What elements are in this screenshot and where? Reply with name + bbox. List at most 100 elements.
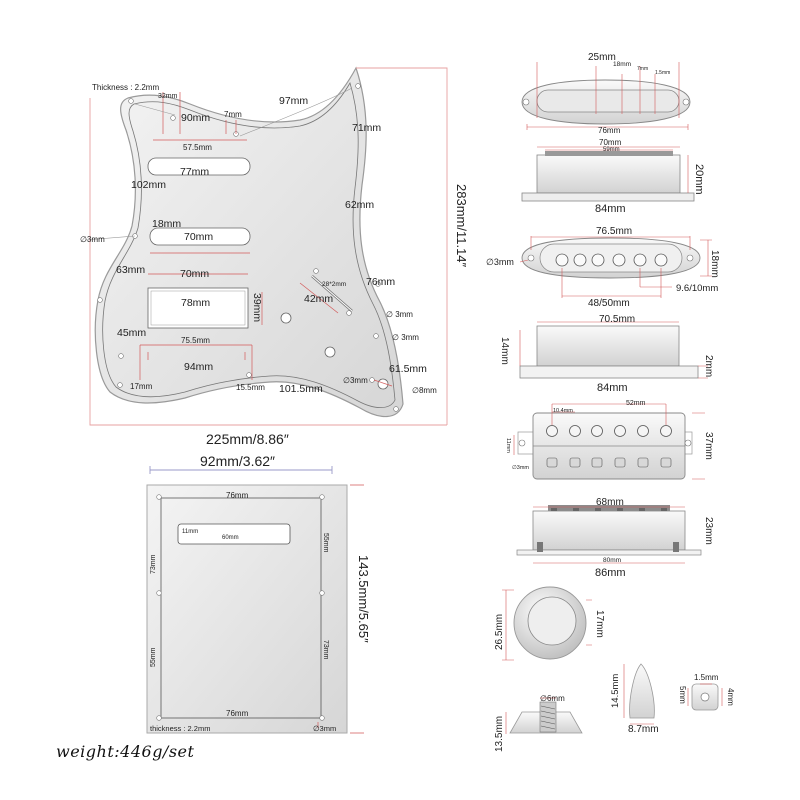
pg-dim-78: 78mm	[181, 297, 210, 309]
pg-hole-r2: ∅ 3mm	[392, 333, 419, 342]
pg-dim-77: 77mm	[180, 166, 209, 178]
pg-dim-32: 32mm	[158, 93, 178, 100]
humbucker-top: 10.4mm 52mm 37mm 11mm ∅3mm	[505, 400, 714, 480]
tip-dim-14-5: 14.5mm	[610, 674, 621, 708]
pg-dim-42: 42mm	[304, 293, 333, 305]
cover-dim-25: 25mm	[588, 52, 616, 63]
bp-dim-55-right: 55mm	[322, 533, 329, 553]
switch-tip: 14.5mm 8.7mm	[610, 663, 659, 735]
pickup-dim-9-6-10: 9.6/10mm	[676, 283, 718, 294]
bp-width: 92mm/3.62″	[200, 453, 275, 469]
single-coil-side: 70mm 59mm 20mm 84mm	[521, 138, 705, 215]
bp-dim-76-bottom: 76mm	[226, 709, 249, 718]
cover-dim-7: 7mm	[637, 66, 648, 72]
pg-dim-90: 90mm	[181, 112, 210, 124]
side2-dim-2: 2mm	[703, 355, 714, 377]
back-plate-body	[146, 484, 348, 734]
pickup-dim-48-50: 48/50mm	[588, 298, 630, 309]
knob-top: 26.5mm 17mm	[494, 586, 605, 661]
hbs-dim-80: 80mm	[603, 557, 621, 564]
hb-dim-10-4: 10.4mm	[553, 408, 573, 414]
hb-dim-11: 11mm	[505, 438, 511, 453]
pot-hole-3	[377, 378, 389, 390]
single-coil-pickup: 76.5mm ∅3mm 18mm 48/50mm 9.6/10mm	[486, 226, 720, 309]
pg-dim-70a: 70mm	[184, 231, 213, 243]
hb-dim-52: 52mm	[626, 400, 646, 407]
pg-dim-28x2: 28*2mm	[322, 281, 346, 288]
pg-dim-94: 94mm	[184, 361, 213, 373]
pg-dim-76: 76mm	[366, 276, 395, 288]
middle-pickup-slot	[149, 227, 251, 246]
hb-hole: ∅3mm	[512, 464, 529, 471]
pg-dim-61-5: 61.5mm	[389, 363, 427, 375]
pg-dim-7: 7mm	[224, 110, 242, 119]
hbs-dim-68: 68mm	[596, 497, 624, 508]
side2-dim-84: 84mm	[597, 382, 628, 394]
pickup-dim-18: 18mm	[709, 250, 720, 278]
cover-dim-1-5: 1.5mm	[655, 70, 670, 76]
hb-dim-37: 37mm	[703, 432, 714, 460]
knob-side: ∅6mm 13.5mm	[494, 694, 583, 752]
bp-dim-55-left: 55mm	[150, 647, 157, 667]
pg-dim-57-5: 57.5mm	[183, 143, 212, 152]
side-dim-70: 70mm	[599, 138, 622, 147]
hbs-dim-86: 86mm	[595, 567, 626, 579]
pg-dim-63: 63mm	[116, 264, 145, 276]
knob-dim-17: 17mm	[594, 610, 605, 638]
end-dim-5: 5mm	[678, 686, 687, 704]
cover-dim-18: 18mm	[613, 61, 631, 68]
pickguard: Thickness : 2.2mm 32mm 90mm 7mm 97mm 57.…	[80, 66, 469, 447]
pickguard-body	[94, 66, 404, 418]
back-plate-slot	[177, 523, 291, 545]
pg-height: 283mm/11.14″	[454, 184, 469, 268]
pg-dim-17: 17mm	[130, 382, 153, 391]
pg-thickness: Thickness : 2.2mm	[92, 83, 159, 92]
neck-pickup-slot	[147, 157, 251, 176]
pickguard-bounds	[89, 67, 448, 426]
single-coil-side-2: 70.5mm 14mm 2mm 84mm	[499, 314, 714, 394]
single-coil-cover-top: 25mm 18mm 7mm 1.5mm 76mm	[521, 52, 691, 135]
side2-dim-70-5: 70.5mm	[599, 314, 635, 325]
bp-height: 143.5mm/5.65″	[356, 555, 371, 643]
pg-dim-75-5: 75.5mm	[181, 336, 210, 345]
pg-hole-r1: ∅ 3mm	[386, 310, 413, 319]
pg-dim-45: 45mm	[117, 327, 146, 339]
bp-dim-73-right: 73mm	[322, 640, 329, 660]
knobside-dim-6: ∅6mm	[540, 694, 565, 703]
bp-dim-73-left: 73mm	[150, 554, 157, 574]
pg-dim-101-5: 101.5mm	[279, 383, 323, 395]
pg-dim-15-5: 15.5mm	[236, 383, 265, 392]
side-dim-59: 59mm	[603, 147, 620, 153]
bp-dim-76-top: 76mm	[226, 491, 249, 500]
bp-thickness: thickness : 2.2mm	[150, 724, 210, 733]
back-plate: 92mm/3.62″ 76mm 11mm 60mm 55mm 73mm 55mm…	[146, 453, 371, 734]
humbucker-side: 68mm 23mm 80mm 86mm	[516, 497, 714, 579]
set-weight: weight:446g/set	[56, 742, 195, 761]
pg-hole-8: ∅8mm	[412, 386, 437, 395]
pg-dim-102: 102mm	[131, 179, 166, 191]
pickguard-outline	[102, 81, 396, 409]
pickup-dim-76-5: 76.5mm	[596, 226, 632, 237]
pg-width: 225mm/8.86″	[206, 431, 289, 447]
bridge-humbucker-slot	[147, 287, 249, 329]
pg-dim-70b: 70mm	[180, 268, 209, 280]
side-dim-20: 20mm	[693, 164, 705, 195]
pg-dim-62: 62mm	[345, 199, 374, 211]
bp-hole: ∅3mm	[313, 724, 336, 733]
knob-dim-26-5: 26.5mm	[494, 614, 505, 650]
knobside-dim-13-5: 13.5mm	[494, 716, 505, 752]
screw-holes	[97, 83, 399, 412]
bp-dim-11: 11mm	[182, 529, 198, 535]
switch-end: 1.5mm 5mm 4mm	[678, 673, 735, 711]
pg-dim-97: 97mm	[279, 95, 308, 107]
end-dim-1-5: 1.5mm	[694, 673, 719, 682]
tip-dim-8-7: 8.7mm	[628, 724, 659, 735]
side2-dim-14: 14mm	[499, 337, 510, 365]
pot-hole-2	[324, 346, 336, 358]
end-dim-4: 4mm	[726, 688, 735, 706]
pot-hole-1	[280, 312, 292, 324]
pickup-hole: ∅3mm	[486, 257, 514, 267]
pg-hole-left: ∅3mm	[80, 235, 105, 244]
cover-dim-76: 76mm	[598, 126, 621, 135]
